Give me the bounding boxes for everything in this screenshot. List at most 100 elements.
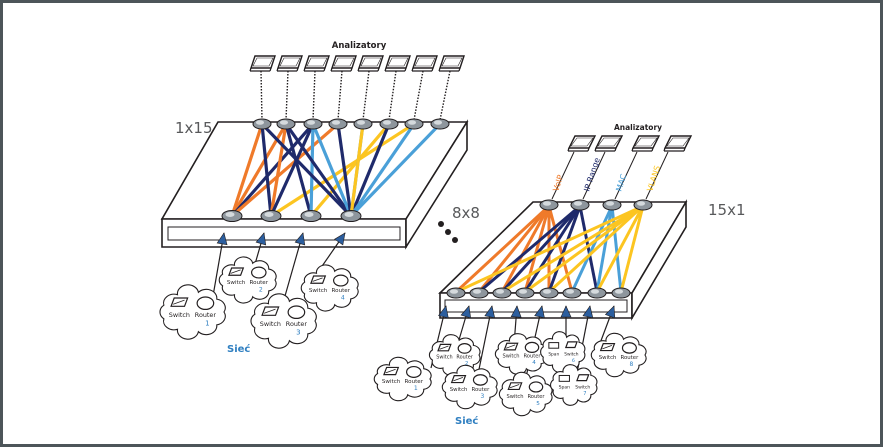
left-internal-connections: [230, 122, 442, 218]
cloud-device-label: Router: [195, 311, 217, 319]
port-highlight: [449, 289, 459, 294]
port-highlight: [614, 289, 624, 294]
monitor-edge: [683, 147, 686, 152]
cloud-device-label: Switch: [599, 355, 617, 361]
right-device-label: 15x1: [708, 201, 746, 219]
arrowhead: [484, 305, 496, 319]
analyzer-connector: [645, 151, 669, 200]
cloud-number: 3: [481, 394, 485, 400]
connection-line: [500, 205, 551, 293]
left-device-slot: [167, 226, 401, 241]
device-port: [303, 118, 323, 130]
device-port: [353, 118, 373, 130]
analyzer-monitor-icon: [330, 55, 357, 72]
connection-line: [349, 123, 391, 217]
connection-line: [547, 204, 645, 294]
device-port: [492, 287, 512, 299]
monitor-edge: [377, 67, 380, 72]
cloud-number: 4: [341, 295, 345, 302]
connection-line: [336, 123, 353, 217]
connection-line: [284, 123, 313, 217]
cloud-number: 1: [205, 319, 209, 328]
switch-icon-detail: [509, 384, 520, 389]
device-port: [430, 118, 450, 130]
right-internal-connections: [454, 204, 645, 294]
device-port: [340, 210, 362, 222]
cloud-device-label: Switch: [450, 387, 468, 393]
monitor-bezel: [597, 137, 621, 147]
analyzer-connector: [260, 70, 263, 121]
arrowhead: [604, 305, 616, 319]
cloud-device-label: Router: [456, 355, 473, 361]
cloud-device-label: Router: [523, 354, 541, 360]
cloud-number: 3: [296, 328, 300, 337]
monitor-edge: [587, 147, 590, 152]
analyzer-monitor-icon: [411, 55, 438, 72]
monitor-bezel: [252, 57, 274, 67]
arrowhead: [560, 305, 572, 318]
device-port: [276, 118, 296, 130]
cloud-device-label: Switch: [227, 280, 246, 286]
connection-line: [311, 123, 353, 217]
cloud-device-label: Switch: [382, 379, 401, 385]
device-port: [379, 118, 399, 130]
port-highlight: [331, 120, 341, 125]
cloud-device-label: Router: [332, 288, 351, 294]
port-highlight: [565, 289, 575, 294]
router-icon: [405, 365, 422, 378]
analyzer-connector: [614, 151, 638, 200]
arrowhead: [582, 305, 594, 319]
device-port: [570, 199, 590, 211]
analyzer-connector: [312, 70, 316, 121]
monitor-edge: [458, 67, 461, 72]
connection-line: [349, 123, 416, 217]
left-device-ports: [221, 118, 450, 222]
monitor-bezel: [414, 57, 436, 67]
connection-line: [260, 122, 353, 218]
device-port: [328, 118, 348, 130]
port-highlight: [605, 201, 615, 206]
port-highlight: [542, 289, 552, 294]
switch-icon-detail: [505, 344, 516, 349]
device-port: [260, 210, 282, 222]
analyzer-monitor-icon: [567, 135, 597, 152]
device-port: [562, 287, 582, 299]
router-icon: [528, 381, 544, 393]
cascade-dot: [445, 229, 451, 235]
right-analyzers-label: Analizatory: [614, 123, 662, 132]
port-highlight: [344, 212, 354, 217]
cloud-number: 6: [572, 358, 575, 364]
monitor-bezel: [666, 137, 690, 147]
analyzer-monitor-icon: [276, 55, 303, 72]
cloud-device-label: Switch: [564, 352, 579, 358]
connection-line: [524, 204, 644, 294]
device-port: [587, 287, 607, 299]
switch-icon-detail: [439, 345, 449, 350]
monitor-bezel: [333, 57, 355, 67]
arrowhead: [534, 305, 545, 319]
cloud-device-label: Switch: [575, 385, 590, 391]
cloud-device-label: Span: [548, 352, 559, 358]
network-link-arrow: [282, 232, 306, 304]
connection-line: [595, 205, 645, 293]
connection-line: [269, 123, 288, 217]
cloud-device-label: Router: [405, 379, 424, 385]
analyzer-monitor-icon: [594, 135, 624, 152]
connection-line: [570, 205, 614, 293]
span-icon: [548, 342, 560, 349]
cloud-number: 5: [536, 401, 540, 407]
connection-line: [523, 205, 551, 293]
analyzer-connector: [362, 70, 370, 121]
router-icon: [332, 274, 349, 287]
cloud-device-label: Switch: [436, 355, 452, 361]
device-port: [633, 199, 653, 211]
cloud-device-label: Switch: [309, 288, 328, 294]
right-analyzer-group: [567, 135, 693, 152]
monitor-edge: [651, 147, 654, 152]
connection-line: [547, 205, 574, 293]
cloud-device-label: Switch: [260, 320, 281, 328]
